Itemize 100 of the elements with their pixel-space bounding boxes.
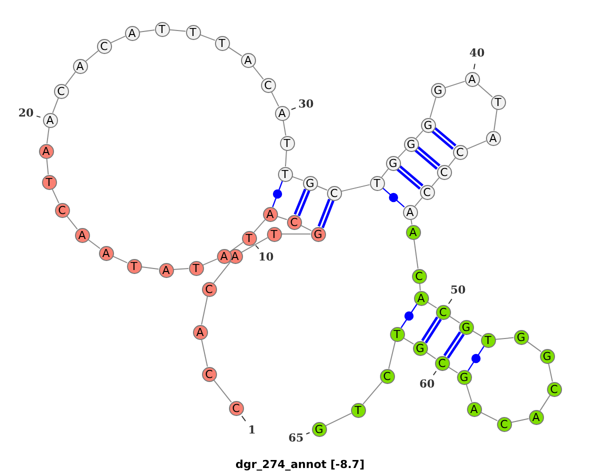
- backbone-line: [316, 185, 328, 191]
- diagram-title: dgr_274_annot [-8.7]: [236, 458, 364, 471]
- backbone-line: [472, 330, 482, 337]
- base-letter: G: [542, 350, 552, 362]
- base-letter: G: [304, 176, 316, 190]
- base-pair-line: [421, 316, 442, 344]
- base-letter: A: [127, 26, 137, 40]
- base-letter: C: [382, 370, 392, 382]
- backbone-line: [494, 337, 514, 340]
- backbone-line: [448, 316, 460, 324]
- backbone-line: [448, 157, 456, 167]
- base-letter: C: [455, 146, 465, 158]
- nucleotide-circle: [242, 230, 256, 246]
- nucleotide-circle: [280, 136, 294, 150]
- base-pair-line: [467, 346, 485, 372]
- nucleotide-circle: [370, 176, 384, 190]
- backbone-line: [426, 302, 438, 308]
- backbone-line: [300, 224, 312, 232]
- base-letter: G: [458, 370, 470, 384]
- base-letter: T: [494, 96, 502, 108]
- position-number: 30: [298, 98, 314, 110]
- backbone-line: [172, 268, 190, 270]
- backbone-line: [110, 36, 126, 44]
- base-letter: T: [218, 36, 226, 50]
- base-letter: C: [439, 166, 449, 178]
- backbone-line: [66, 215, 78, 230]
- backbone-line: [477, 83, 493, 98]
- backbone-line: [444, 80, 466, 88]
- position-number: 10: [258, 250, 274, 264]
- backbone-line: [426, 352, 436, 360]
- backbone-line: [46, 158, 49, 176]
- base-letter: A: [467, 72, 477, 86]
- base-letter: C: [204, 282, 214, 296]
- backbone-line: [431, 177, 440, 187]
- backbone-line: [168, 29, 186, 32]
- backbone-line: [402, 337, 414, 345]
- nucleotide-circle: [266, 226, 282, 242]
- base-letter: C: [204, 368, 214, 380]
- base-letter: T: [192, 262, 200, 274]
- nucleotide-circle: [480, 332, 496, 348]
- position-number: 1: [248, 424, 256, 436]
- base-letter: A: [277, 106, 287, 120]
- base-letter: A: [161, 264, 171, 276]
- nucleotide-circle: [42, 174, 56, 190]
- base-pair-line: [414, 146, 441, 170]
- base-letter: A: [101, 246, 111, 260]
- backbone-line: [480, 412, 498, 422]
- backbone-line: [510, 418, 530, 423]
- base-letter: C: [414, 270, 424, 282]
- base-letter: G: [314, 422, 324, 436]
- base-pair-line: [400, 304, 418, 328]
- backbone-line: [52, 98, 59, 114]
- backbone-line: [388, 340, 396, 370]
- position-number: 40: [469, 46, 485, 60]
- base-letter: C: [422, 186, 432, 198]
- base-letter: C: [329, 186, 339, 200]
- backbone-line: [276, 216, 288, 220]
- backbone-line: [112, 256, 128, 264]
- backbone-line: [46, 126, 50, 144]
- backbone-line: [430, 96, 436, 118]
- backbone-line: [241, 237, 268, 253]
- backbone-line: [253, 219, 266, 233]
- backbone-line: [419, 282, 421, 292]
- base-letter: G: [516, 330, 526, 344]
- base-letter: C: [231, 402, 241, 414]
- base-letter: A: [416, 292, 426, 304]
- base-letter: A: [531, 410, 541, 424]
- base-letter: C: [99, 40, 109, 52]
- backbone-line: [213, 379, 232, 403]
- backbone-line: [201, 296, 208, 326]
- position-number: 50: [450, 284, 466, 296]
- backbone-line: [202, 258, 218, 266]
- backbone-line: [548, 362, 553, 382]
- base-letter: C: [56, 84, 66, 98]
- base-pair-line: [382, 187, 405, 208]
- base-pair-line: [294, 188, 310, 218]
- backbone-line: [201, 338, 208, 368]
- base-letter: G: [388, 156, 398, 170]
- backbone-line: [416, 130, 424, 139]
- base-letter: A: [230, 250, 240, 262]
- base-letter: G: [422, 118, 434, 132]
- nucleotide-circle: [390, 326, 404, 342]
- base-letter: G: [460, 320, 472, 334]
- base-letter: T: [280, 168, 290, 180]
- base-letter: C: [57, 204, 67, 216]
- base-letter: C: [289, 216, 299, 228]
- base-letter: T: [130, 260, 138, 272]
- base-letter: C: [437, 356, 447, 370]
- backbone-line: [292, 176, 304, 181]
- backbone-line: [85, 50, 99, 62]
- base-letter: G: [406, 138, 416, 150]
- base-letter: G: [414, 342, 426, 354]
- backbone-line: [140, 266, 160, 270]
- backbone-line: [540, 394, 550, 412]
- position-number: 60: [419, 378, 435, 390]
- backbone-line: [138, 30, 156, 32]
- base-pair-line: [396, 165, 424, 190]
- base-letter: G: [312, 228, 324, 240]
- backbone-line: [414, 197, 423, 207]
- nucleotide-circle: [126, 258, 142, 274]
